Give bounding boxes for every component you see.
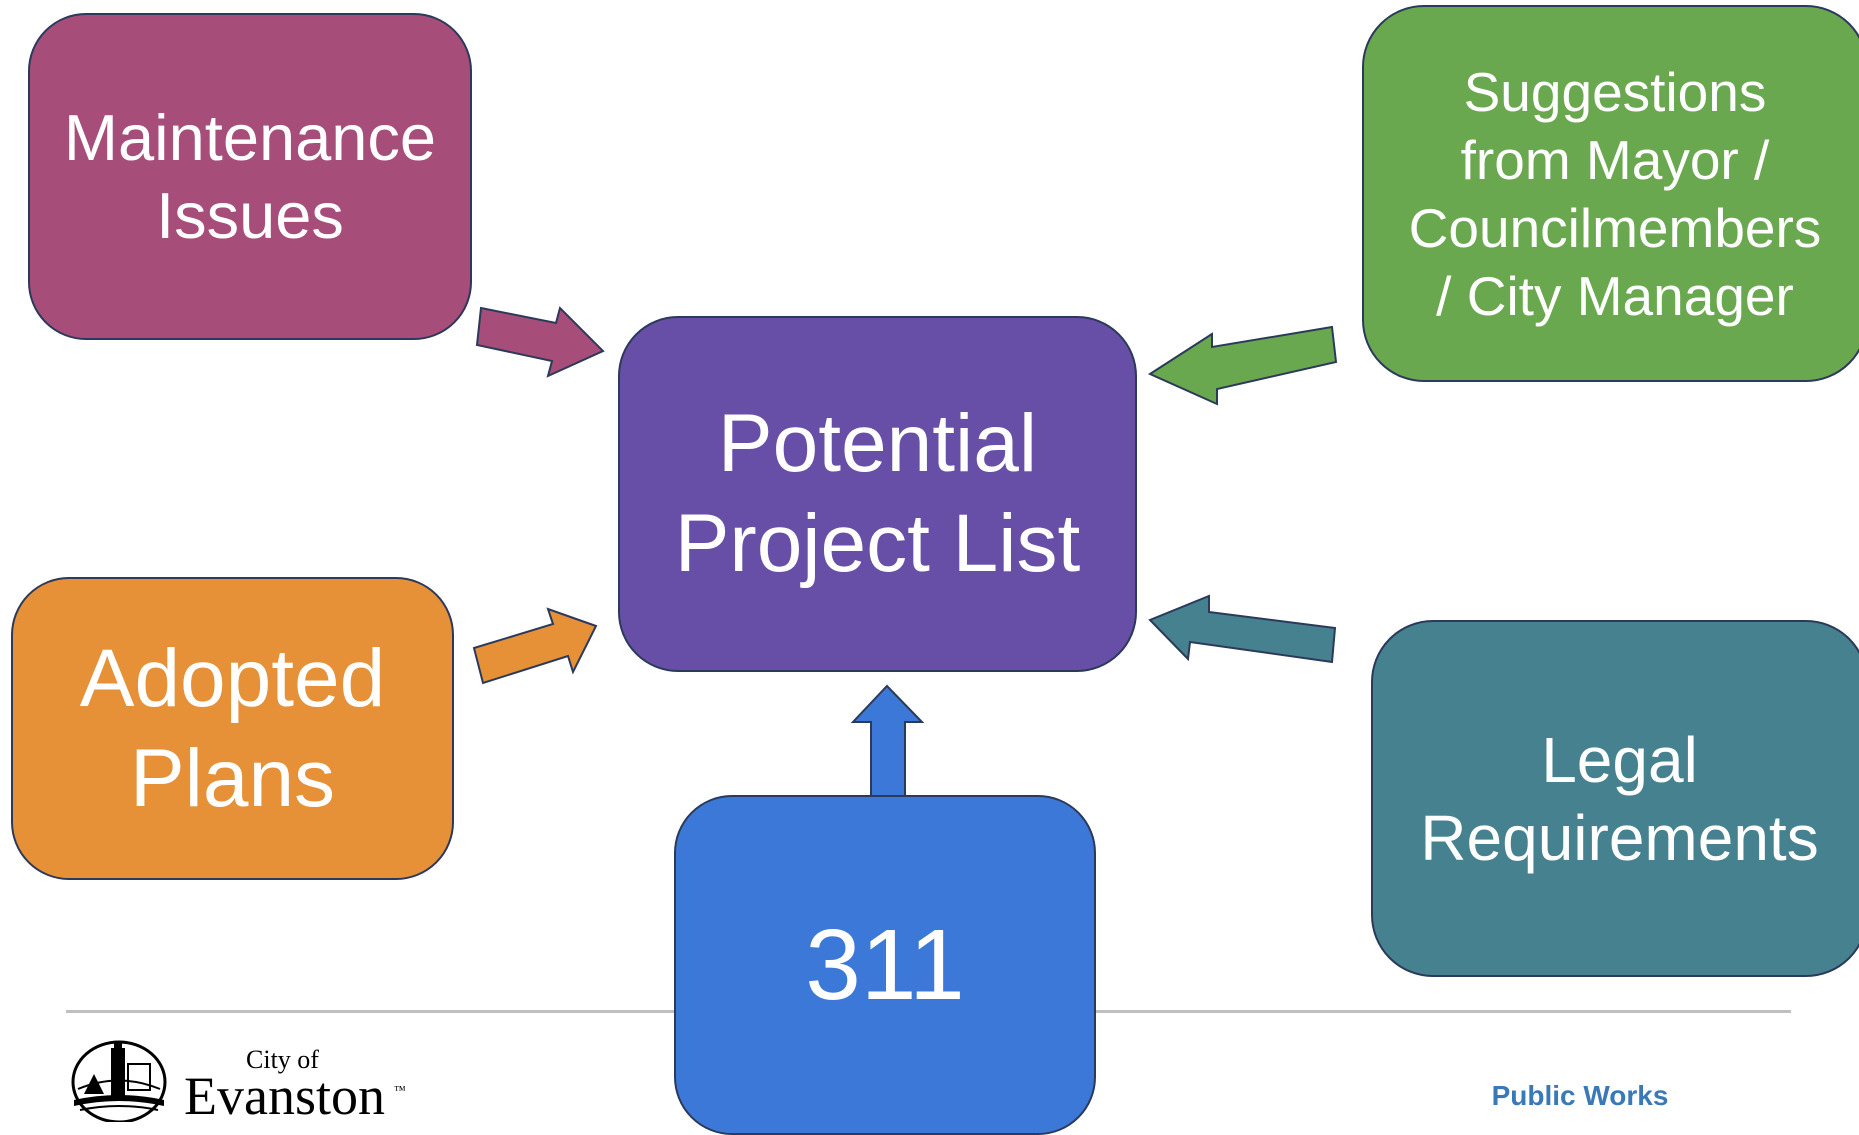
department-label: Public Works: [1491, 1080, 1669, 1111]
node-potential-project-list: Potential Project List: [618, 316, 1137, 672]
logo-city-of: City of: [246, 1045, 319, 1074]
arrow-maintenance: [475, 306, 605, 378]
arrow-suggestions: [1147, 325, 1338, 406]
node-311: 311: [674, 795, 1096, 1135]
arrow-legal: [1148, 594, 1337, 664]
lighthouse-seal-icon: [71, 1040, 167, 1122]
arrow-311: [850, 684, 925, 798]
node-legal-requirements: Legal Requirements: [1371, 620, 1859, 977]
node-suggestions: Suggestions from Mayor / Councilmembers …: [1362, 5, 1859, 382]
node-adopted-plans: Adopted Plans: [11, 577, 454, 880]
arrow-adopted: [472, 607, 598, 685]
logo-evanston: Evanston: [184, 1066, 385, 1122]
city-of-evanston-logo: City of Evanston ™: [71, 1040, 406, 1122]
node-maintenance-issues: Maintenance Issues: [28, 13, 472, 340]
logo-trademark: ™: [394, 1083, 406, 1097]
